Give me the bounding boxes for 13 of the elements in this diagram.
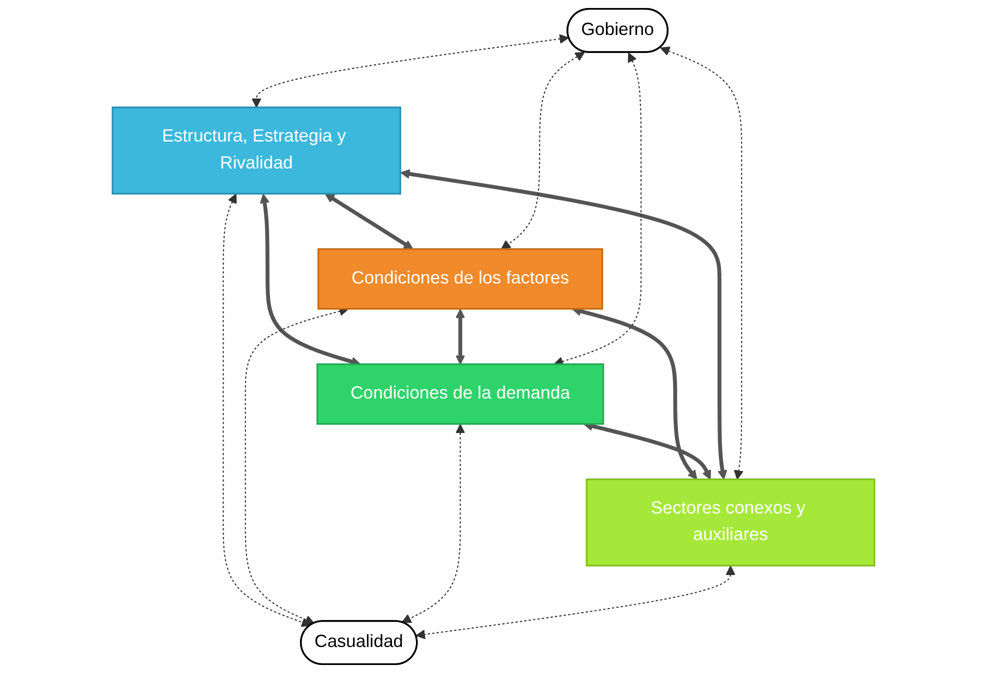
- arrow: [400, 169, 728, 480]
- node-box: Condiciones de la demanda: [316, 363, 604, 425]
- arrow: [252, 34, 570, 108]
- arrow: [660, 46, 744, 480]
- node-box: Sectores conexos y auxiliares: [586, 478, 876, 566]
- arrow: [402, 424, 466, 623]
- arrow: [501, 52, 585, 250]
- node-box: Estructura, Estrategia y Rivalidad: [112, 106, 402, 195]
- arrow: [324, 194, 414, 250]
- node-box: Condiciones de los factores: [317, 248, 604, 310]
- arrow: [416, 566, 736, 640]
- arrow: [222, 194, 312, 627]
- arrow: [455, 308, 466, 365]
